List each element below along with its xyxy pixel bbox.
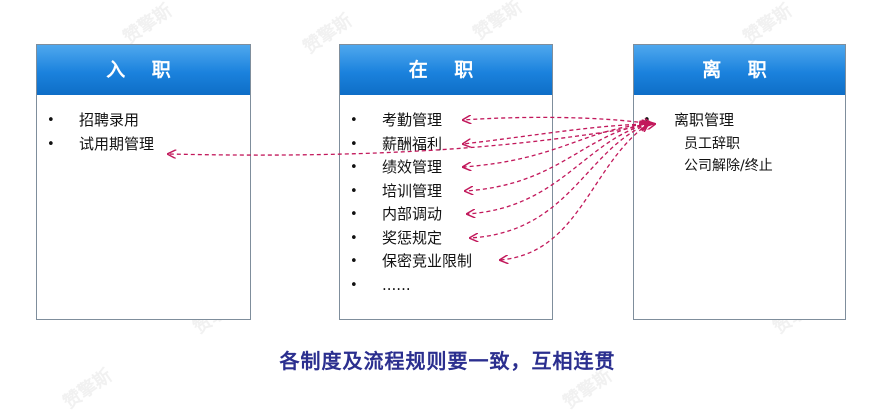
list-item: • 考勤管理 bbox=[340, 109, 552, 133]
list-item-label: 试用期管理 bbox=[79, 134, 155, 153]
employed-card: 在 职 • 考勤管理 • 薪酬福利 • 绩效管理 • 培训管理 • 内部调动 • 奖惩规定 … bbox=[339, 44, 553, 320]
watermark: 赞擎斯 bbox=[739, 0, 796, 49]
offboarding-card: 离 职 • 离职管理 员工辞职 公司解除/终止 bbox=[633, 44, 846, 320]
sub-item: 员工辞职 bbox=[684, 135, 740, 152]
sub-item: 公司解除/终止 bbox=[684, 157, 773, 174]
list-item-label: 内部调动 bbox=[382, 205, 443, 223]
watermark: 赞擎斯 bbox=[119, 0, 177, 49]
list-item-label: 保密竞业限制 bbox=[382, 252, 473, 270]
bullet: • bbox=[350, 183, 358, 199]
list-item: • 奖惩规定 bbox=[340, 227, 552, 251]
list-item-label: ...... bbox=[382, 275, 411, 294]
list-item-label: 绩效管理 bbox=[382, 158, 443, 176]
bullet: • bbox=[350, 277, 358, 293]
list-item-label: 奖惩规定 bbox=[382, 228, 443, 247]
bullet: • bbox=[350, 207, 358, 222]
bullet: • bbox=[350, 230, 358, 246]
list-item: • 离职管理 bbox=[634, 109, 845, 133]
list-item: • 薪酬福利 bbox=[340, 133, 552, 157]
offboarding-card-title: 离 职 bbox=[634, 45, 845, 95]
onboarding-card-title: 入 职 bbox=[37, 45, 250, 95]
list-item-label: 培训管理 bbox=[382, 181, 443, 200]
employed-card-body: • 考勤管理 • 薪酬福利 • 绩效管理 • 培训管理 • 内部调动 • 奖惩规定 • 保密竞… bbox=[340, 95, 552, 297]
bullet: • bbox=[350, 113, 358, 128]
bullet: • bbox=[47, 136, 55, 152]
list-item: •...... bbox=[340, 274, 552, 298]
bullet: • bbox=[47, 113, 55, 128]
list-item-label: 考勤管理 bbox=[382, 111, 443, 129]
list-item-label: 招聘录用 bbox=[79, 111, 140, 129]
list-item: • 试用期管理 bbox=[37, 133, 250, 157]
list-item-label: 薪酬福利 bbox=[382, 134, 443, 153]
list-item: • 招聘录用 bbox=[37, 109, 250, 133]
list-item: • 培训管理 bbox=[340, 180, 552, 204]
list-item: • 内部调动 bbox=[340, 203, 552, 227]
watermark: 赞擎斯 bbox=[469, 0, 526, 45]
list-item: • 绩效管理 bbox=[340, 156, 552, 180]
list-item: • 保密竞业限制 bbox=[340, 250, 552, 274]
bullet: • bbox=[350, 160, 358, 175]
bullet: • bbox=[350, 136, 358, 152]
onboarding-card-body: • 招聘录用 • 试用期管理 bbox=[37, 95, 250, 156]
list-item-label: 离职管理 bbox=[674, 111, 735, 129]
footer-caption: 各制度及流程规则要一致，互相连贯 bbox=[279, 349, 616, 373]
offboarding-card-body: • 离职管理 员工辞职 公司解除/终止 bbox=[634, 95, 845, 177]
bullet: • bbox=[643, 113, 651, 128]
onboarding-card: 入 职 • 招聘录用 • 试用期管理 bbox=[36, 44, 251, 320]
bullet: • bbox=[350, 254, 358, 269]
employed-card-title: 在 职 bbox=[340, 45, 552, 95]
